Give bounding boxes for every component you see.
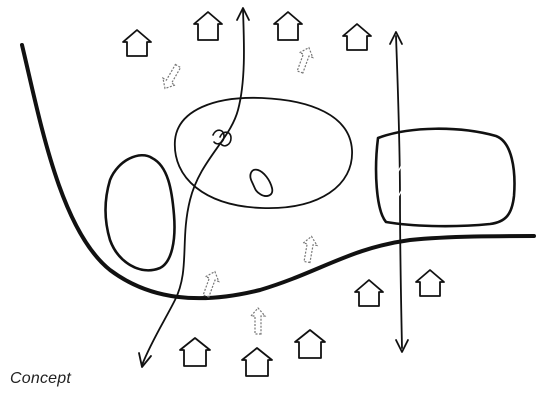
- flow-arrow-icon: [159, 63, 184, 93]
- central-blob: [250, 170, 272, 196]
- house-icon: [416, 270, 444, 296]
- house-icon: [295, 330, 325, 358]
- flow-arrow-icon: [300, 235, 318, 263]
- house-icon: [355, 280, 383, 306]
- house-icon: [343, 24, 371, 50]
- flow-arrow-icon: [251, 308, 265, 334]
- house-icon: [123, 30, 151, 56]
- flow-arrow-icon: [293, 45, 315, 74]
- house-icon: [274, 12, 302, 40]
- central-oval: [175, 98, 352, 208]
- hatched-area-left: [106, 155, 175, 270]
- hatched-area-right: [376, 129, 514, 226]
- main-curve-line: [22, 45, 534, 298]
- house-icon: [242, 348, 272, 376]
- figure-caption: Concept: [10, 370, 71, 388]
- house-icon: [180, 338, 210, 366]
- winding-path-left: [142, 10, 244, 365]
- house-icon: [194, 12, 222, 40]
- flow-arrow-icon: [199, 269, 221, 298]
